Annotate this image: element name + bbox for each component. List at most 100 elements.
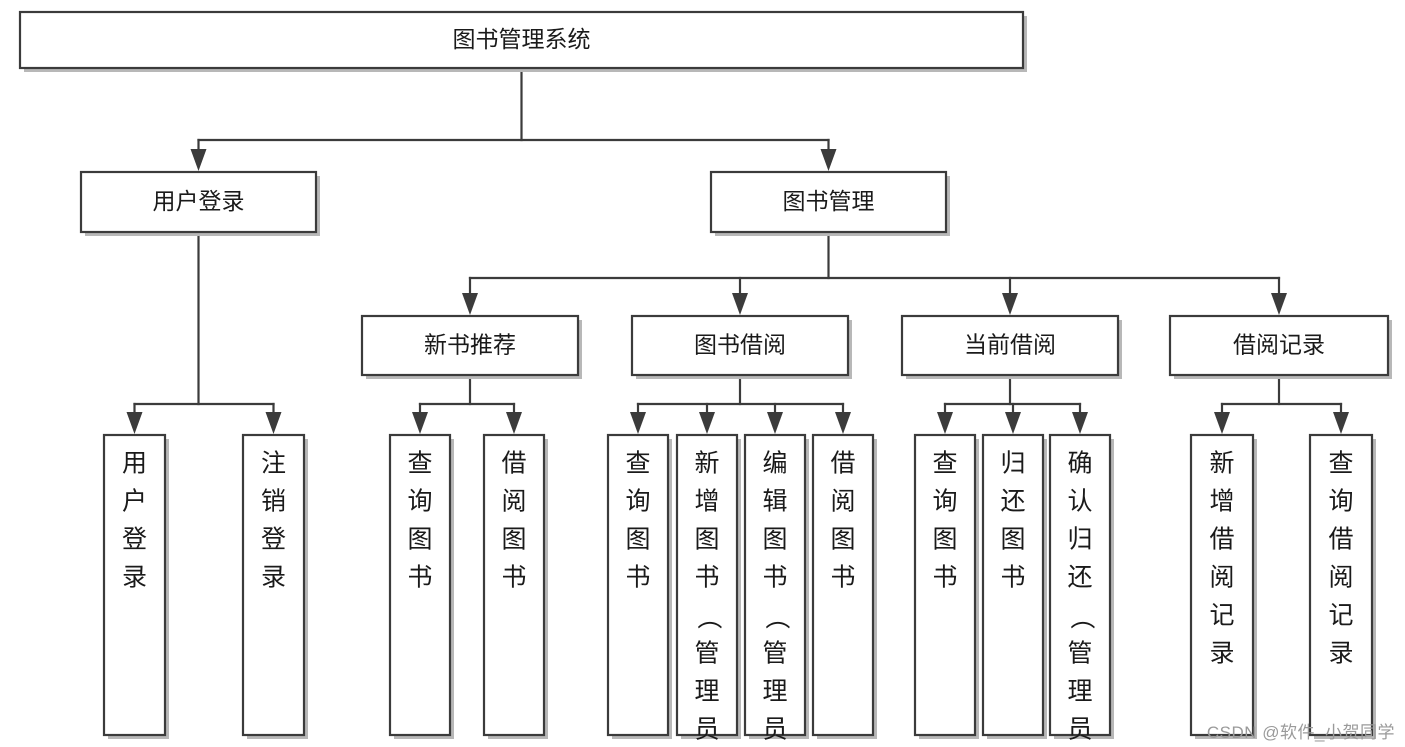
node-box[interactable]	[18, 10, 1025, 70]
node-label-char: 询	[1328, 488, 1353, 516]
node-label-char: 图	[762, 526, 787, 554]
node-label-char: 认	[1067, 488, 1092, 516]
connector-group-n-borrow	[630, 373, 851, 434]
node-label: 图书借阅	[694, 332, 786, 358]
node-图书管理系统-root[interactable]: 图书管理系统	[18, 10, 1027, 72]
node-box[interactable]	[1189, 433, 1255, 737]
node-box[interactable]	[482, 433, 546, 737]
node-label: 新书推荐	[424, 332, 516, 358]
node-label-char: 新	[694, 450, 719, 478]
node-box[interactable]	[675, 433, 739, 737]
node-box[interactable]	[1048, 433, 1112, 737]
node-label-char: 书	[407, 564, 432, 592]
arrow-head-icon	[1005, 412, 1021, 434]
node-label-char: 阅	[501, 488, 526, 516]
arrow-head-icon	[506, 412, 522, 434]
node-label-char: 销	[261, 488, 286, 516]
node-label: 图书管理系统	[453, 26, 591, 52]
node-label: 用户登录	[153, 188, 245, 214]
node-新书推荐-n-newrec[interactable]: 新书推荐	[360, 314, 582, 379]
node-box[interactable]	[811, 433, 875, 737]
node-label-char: 询	[407, 488, 432, 516]
node-box[interactable]	[102, 433, 167, 737]
node-label-char: 员	[694, 716, 719, 744]
arrow-head-icon	[1072, 412, 1088, 434]
node-图书管理-n-bookmgmt[interactable]: 图书管理	[709, 170, 950, 236]
node-box[interactable]	[606, 433, 670, 737]
connector-group-n-records	[1214, 373, 1349, 434]
arrow-head-icon	[1002, 293, 1018, 315]
node-label: 当前借阅	[964, 332, 1056, 358]
node-label-char: 理	[762, 678, 787, 706]
node-label-char: 图	[932, 526, 957, 554]
node-label-char: 书	[625, 564, 650, 592]
node-label-char: 员	[762, 716, 787, 744]
arrow-head-icon	[1333, 412, 1349, 434]
node-用户登录-l-login-1[interactable]: 用户登录	[102, 433, 169, 739]
arrow-head-icon	[835, 412, 851, 434]
node-label-char: 用	[122, 450, 147, 478]
node-box[interactable]	[388, 433, 452, 737]
node-label-char: 管	[762, 640, 787, 668]
node-label-char: 图	[694, 526, 719, 554]
node-label-char: 图	[407, 526, 432, 554]
node-label-char: 户	[122, 488, 147, 516]
node-label-char: 新	[1209, 450, 1234, 478]
node-label-char: 登	[122, 526, 147, 554]
node-box[interactable]	[1168, 314, 1390, 377]
node-label-char: 录	[1209, 640, 1234, 668]
connector-group-n-bookmgmt	[462, 230, 1287, 315]
node-label-char: 阅	[830, 488, 855, 516]
node-label: 图书管理	[783, 188, 875, 214]
node-box[interactable]	[241, 433, 306, 737]
node-label-char: 书	[762, 564, 787, 592]
node-当前借阅-n-current[interactable]: 当前借阅	[900, 314, 1122, 379]
node-label-char: （	[1067, 604, 1095, 629]
node-label-char: 图	[1000, 526, 1025, 554]
node-label-char: 借	[1328, 526, 1353, 554]
node-box[interactable]	[360, 314, 580, 377]
node-label-char: 归	[1067, 526, 1092, 554]
node-box[interactable]	[981, 433, 1045, 737]
csdn-watermark: CSDN @软件_小贺同学	[1206, 723, 1395, 742]
node-label-char: 记	[1328, 602, 1353, 630]
node-box[interactable]	[1308, 433, 1374, 737]
node-label-char: 管	[1067, 640, 1092, 668]
node-box[interactable]	[900, 314, 1120, 377]
node-label-char: 询	[625, 488, 650, 516]
arrow-head-icon	[126, 412, 143, 434]
connector-group-n-login	[126, 230, 282, 434]
node-box[interactable]	[709, 170, 948, 234]
arrow-head-icon	[265, 412, 282, 434]
node-label-char: 确	[1067, 450, 1092, 478]
node-box[interactable]	[913, 433, 977, 737]
node-用户登录-n-login[interactable]: 用户登录	[79, 170, 320, 236]
node-label-char: 书	[1000, 564, 1025, 592]
arrow-head-icon	[937, 412, 953, 434]
connector-group-n-current	[937, 373, 1088, 434]
node-label-char: 查	[407, 450, 432, 478]
node-label-char: 录	[1328, 640, 1353, 668]
node-label: 借阅记录	[1233, 332, 1325, 358]
node-box[interactable]	[630, 314, 850, 377]
node-label-char: 图	[830, 526, 855, 554]
node-借阅记录-n-records[interactable]: 借阅记录	[1168, 314, 1392, 379]
node-label-char: 书	[501, 564, 526, 592]
node-图书借阅-n-borrow[interactable]: 图书借阅	[630, 314, 852, 379]
node-label-char: 员	[1067, 716, 1092, 744]
node-box[interactable]	[79, 170, 318, 234]
arrow-head-icon	[820, 149, 837, 171]
node-box[interactable]	[743, 433, 807, 737]
